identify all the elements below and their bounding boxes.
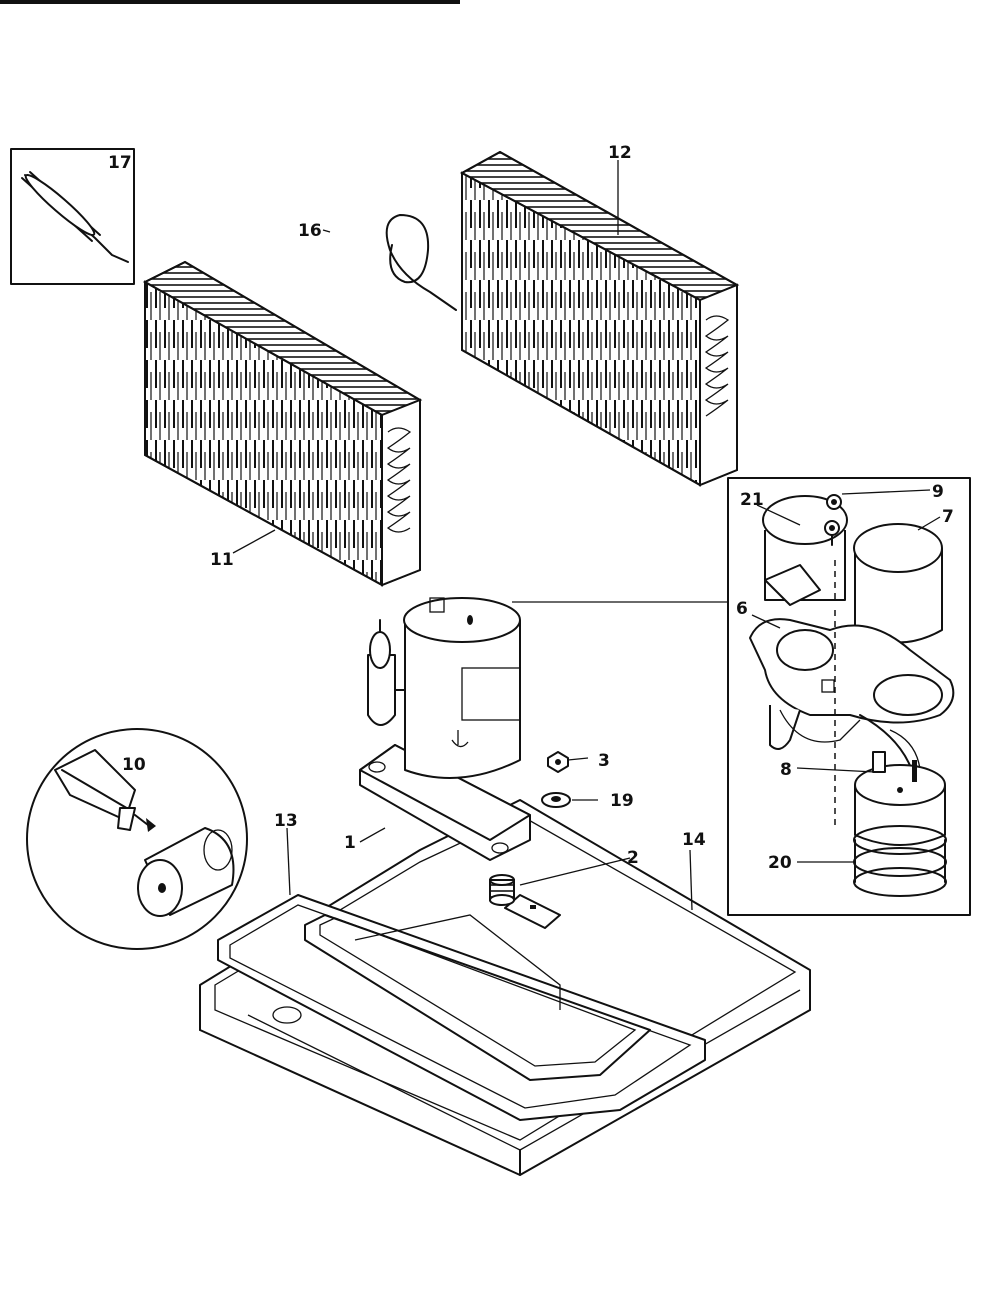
callout-1: 1 <box>344 833 356 853</box>
callout-20: 20 <box>768 853 792 873</box>
drain-pan-13 <box>217 894 706 1121</box>
callout-12: 12 <box>608 143 632 163</box>
overload-inset <box>26 728 248 950</box>
washer-19 <box>541 792 571 808</box>
filter-drier-inset <box>10 148 135 285</box>
callout-7: 7 <box>942 507 954 527</box>
callout-21: 21 <box>740 490 764 510</box>
coil-11 <box>142 260 423 587</box>
callout-13: 13 <box>274 811 298 831</box>
callout-9: 9 <box>932 482 944 502</box>
callout-16: 16 <box>298 221 322 241</box>
callout-8: 8 <box>780 760 792 780</box>
callout-10: 10 <box>122 755 146 775</box>
callout-14: 14 <box>682 830 706 850</box>
capacitor-inset <box>512 477 971 916</box>
callout-11: 11 <box>210 550 234 570</box>
callout-19: 19 <box>610 791 634 811</box>
callout-2: 2 <box>627 848 639 868</box>
header-remnant <box>0 0 460 4</box>
callout-3: 3 <box>598 751 610 771</box>
nut-3 <box>547 751 569 773</box>
callout-17: 17 <box>108 153 132 173</box>
compressor-1 <box>359 597 531 861</box>
coil-12 <box>385 150 740 487</box>
leader-lines <box>232 160 941 911</box>
callout-labels: 17 12 16 11 9 21 7 6 10 3 19 8 13 14 1 2… <box>108 143 954 873</box>
grommet-2 <box>489 874 515 906</box>
callout-6: 6 <box>736 599 748 619</box>
